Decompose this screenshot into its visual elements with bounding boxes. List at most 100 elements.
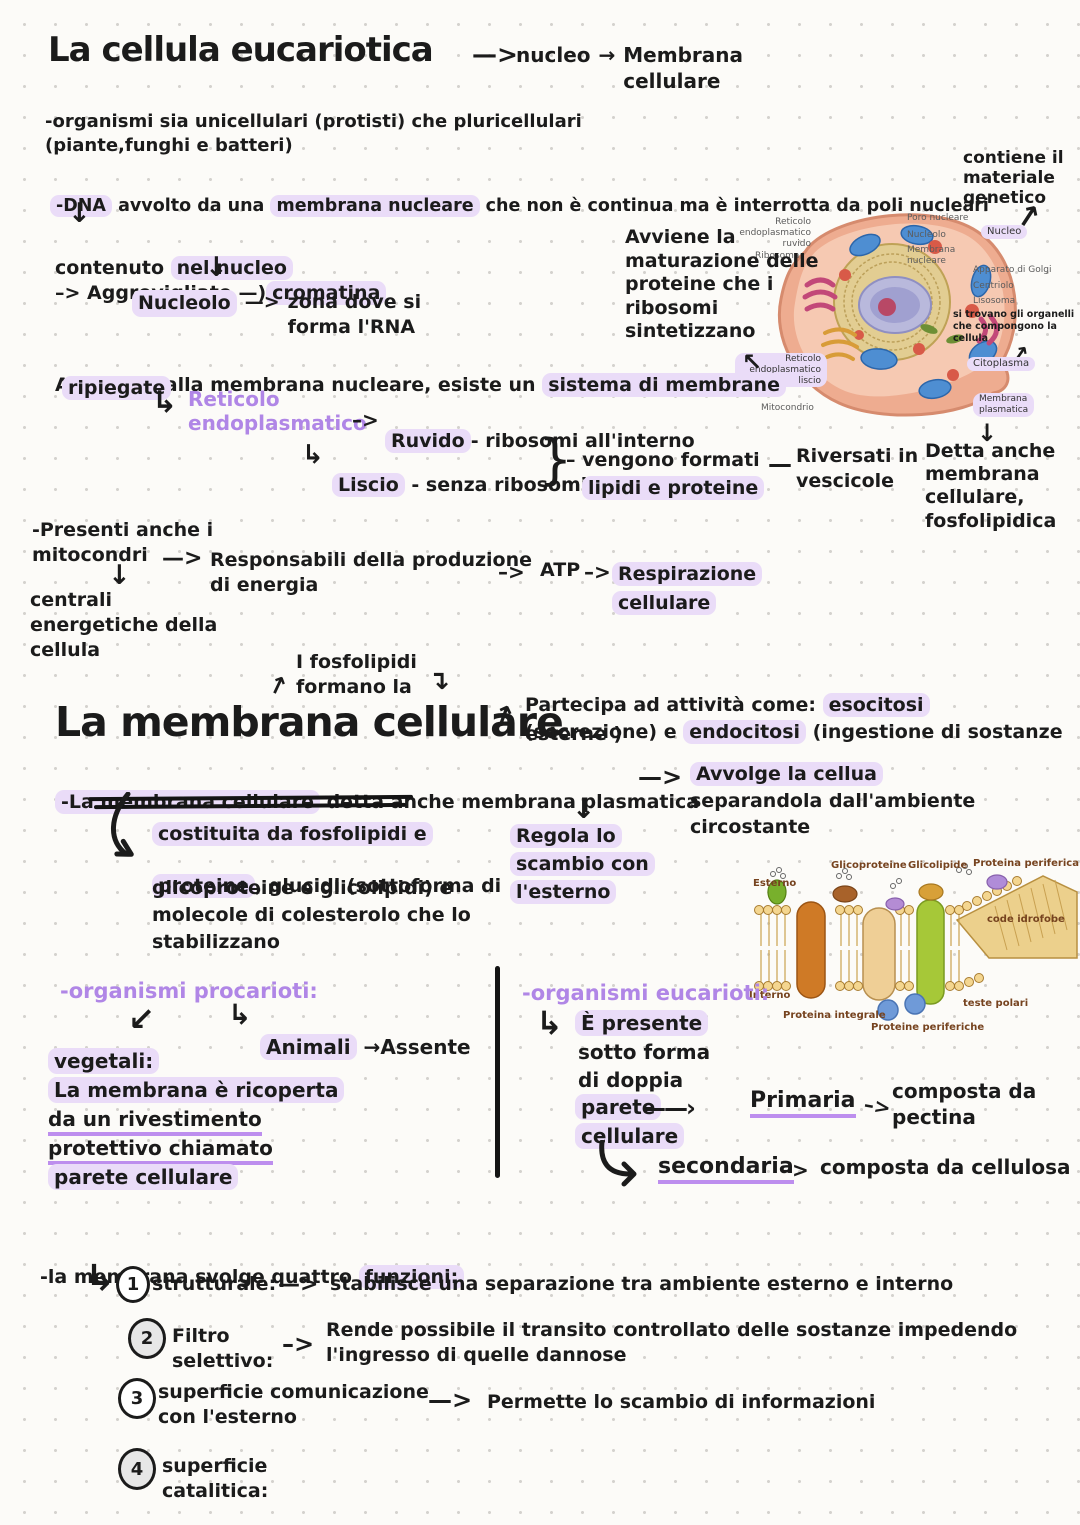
proteine-highlight: proteine [152, 874, 255, 899]
flow-nucleo: nucleo [516, 43, 591, 67]
avvolge-highlight: Avvolge la cellua [690, 762, 883, 786]
ruvido-text: - ribosomi all'interno [470, 430, 695, 453]
comunicazione-label: superficie comunicazione con l'esterno [158, 1381, 429, 1429]
animali-highlight: Animali [260, 1034, 357, 1061]
filtro-desc: Rende possibile il transito controllato … [326, 1319, 1018, 1367]
number-2-badge: 2 [128, 1318, 166, 1359]
label-citoplasma: Citoplasma [967, 357, 1036, 371]
animal-cell-illustration [777, 213, 1017, 417]
arrow-right-icon: → [598, 43, 616, 67]
di-doppia-text: di doppia [578, 1068, 684, 1092]
secrezione-text: (secrezione) e [525, 721, 684, 744]
e-presente-highlight: È presente [575, 1010, 709, 1036]
ruvido-highlight: Ruvido [385, 429, 471, 454]
arrow-right-icon: —> [278, 1272, 319, 1297]
label-proteine-periferiche: Proteine periferiche [871, 1022, 985, 1033]
rivestimento-text: da un rivestimento [48, 1107, 262, 1136]
arrow-right-icon: –> [584, 560, 611, 584]
esterne-text: esterne ) [525, 723, 623, 745]
funzioni-highlight: funzioni: [358, 1265, 465, 1290]
membrana-cellulare-highlight: -La membrana cellulare [55, 790, 320, 815]
label-apparato-golgi: Apparato di Golgi [973, 265, 1052, 275]
filtro-label: Filtro selettivo: [172, 1325, 274, 1373]
note-organismi: -organismi sia unicellulari (protisti) c… [45, 111, 582, 156]
nucleolo-highlight: Nucleolo [132, 290, 237, 318]
circostante-text: circostante [690, 816, 811, 838]
comunicazione-desc: Permette lo scambio di informazioni [487, 1391, 876, 1413]
brace-icon: } [538, 428, 573, 491]
detta-anche-text: Detta anche membrana cellulare, fosfolip… [925, 440, 1057, 532]
label-membrana-plasmatica: Membrana plasmatica [973, 393, 1035, 417]
cellulare-highlight: cellulare [575, 1123, 685, 1149]
membrane-diagram: Esterno Glicoproteine Glicolipide Protei… [745, 858, 1080, 1053]
partecipa-text: Partecipa ad attività come: [525, 694, 823, 717]
organismi-eucarioti-title: -organismi eucarioti: [522, 981, 770, 1005]
label-nucleolo: Nucleolo [907, 230, 946, 240]
glucidi-text: , glucidi (sottoforma di [254, 875, 502, 898]
membrana-ricoperta-highlight: La membrana è ricoperta [48, 1077, 345, 1103]
dna-text: avvolto da una [111, 196, 271, 217]
lipidi-proteine-highlight: lipidi e proteine [582, 476, 765, 500]
note-contiene-materiale-genetico: contiene il materiale genetico [963, 148, 1064, 209]
label-membrana-nucleare: Membrana nucleare [907, 245, 956, 266]
costituita-highlight: costituita da fosfolipidi e [152, 822, 433, 846]
arrow-right-icon: –> [282, 1330, 315, 1358]
label-mitocondrio: Mitocondrio [761, 403, 814, 413]
primaria-text: Primaria [750, 1088, 856, 1118]
colesterolo-text: molecole di colesterolo che lo [152, 904, 471, 926]
nel-nucleo-highlight: nel nucleo [170, 256, 293, 281]
protettivo-text: protettivo chiamato [48, 1136, 273, 1165]
arrow-down-icon: ↓ [977, 419, 998, 447]
regola-highlight-2: scambio con [510, 852, 655, 876]
label-interno: Interno [749, 990, 791, 1001]
arrow-branch-icon: ↳ [152, 385, 178, 420]
dna-highlight: -DNA [50, 195, 112, 218]
endocitosi-highlight: endocitosi [683, 720, 807, 745]
catalitica-label: superficie catalitica: [162, 1455, 269, 1503]
riversati-text: Riversati in vescicole [796, 445, 919, 493]
parete-highlight: parete [575, 1094, 662, 1120]
organismi-procarioti-title: -organismi procarioti: [60, 979, 318, 1003]
page-title: La cellula eucariotica [48, 30, 434, 70]
arrow-right-icon: –> [498, 560, 525, 584]
membrana-title: La membrana cellulare [55, 698, 564, 746]
zona-rna-text: zona dove si forma l'RNA [287, 291, 422, 339]
arrow-down-icon: ↓ [68, 198, 91, 229]
assente-text: →Assente [363, 1035, 471, 1060]
label-lisosoma: Lisosoma [973, 296, 1016, 306]
cromatina-highlight: cromatina [266, 281, 387, 306]
note-avviene-maturazione: Avviene la maturazione delle proteine ch… [625, 226, 819, 343]
cellulosa-text: composta da cellulosa [820, 1155, 1071, 1179]
membrana-nucleare-highlight: membrana nucleare [270, 195, 480, 218]
flow-membrana: Membrana cellulare [623, 43, 743, 94]
arrow-right-icon: –> [352, 408, 379, 432]
arrow-right-icon: —> [428, 1386, 473, 1414]
dash-icon: — [768, 450, 792, 478]
arrow-long-icon: ——› [642, 1094, 696, 1122]
stabilizzano-text: stabilizzano [152, 931, 280, 953]
liscio-highlight: Liscio [332, 473, 405, 498]
vengono-formati-text: – vengono formati [566, 449, 760, 471]
membrane-illustration [754, 863, 1078, 1021]
glicoproteine-text: glicoproteine e glicolipidi) e [152, 877, 453, 899]
strutturale-label: strutturale: [152, 1273, 277, 1295]
arrow-down-icon: ↓ [108, 560, 131, 591]
reticolo-endoplasmatico-title: Reticolo endoplasmatico [188, 387, 367, 435]
atp-text: ATP [540, 559, 581, 581]
label-centriolo: Centriolo [973, 281, 1014, 291]
strutturale-desc: stabilisce una separazione tra ambiente … [330, 1273, 954, 1295]
cell-diagram: Reticolo endoplasmatico ruvido Ribosoma … [715, 205, 1080, 447]
label-ribosoma: Ribosoma [755, 251, 800, 261]
label-teste-polari: teste polari [963, 998, 1029, 1009]
parete-cellulare-highlight: parete cellulare [48, 1164, 239, 1190]
arrow-branch-icon: ↳ [536, 1004, 563, 1042]
sistema-membrane-highlight: sistema di membrane [542, 373, 786, 398]
label-code-idrofobe: code idrofobe [987, 914, 1065, 925]
arrow-right-icon: —> [162, 546, 203, 571]
arrow-corner-down-icon: ↴ [428, 666, 450, 696]
presenti-mitocondri-text: -Presenti anche i mitocondri [32, 519, 214, 567]
dna-text-rest: che non è continua ma è interrotta da po… [479, 196, 989, 217]
ripiegate-highlight: ripiegate [62, 376, 172, 400]
arrow-nw-icon: ↖ [742, 348, 763, 376]
number-3-badge: 3 [118, 1378, 156, 1419]
